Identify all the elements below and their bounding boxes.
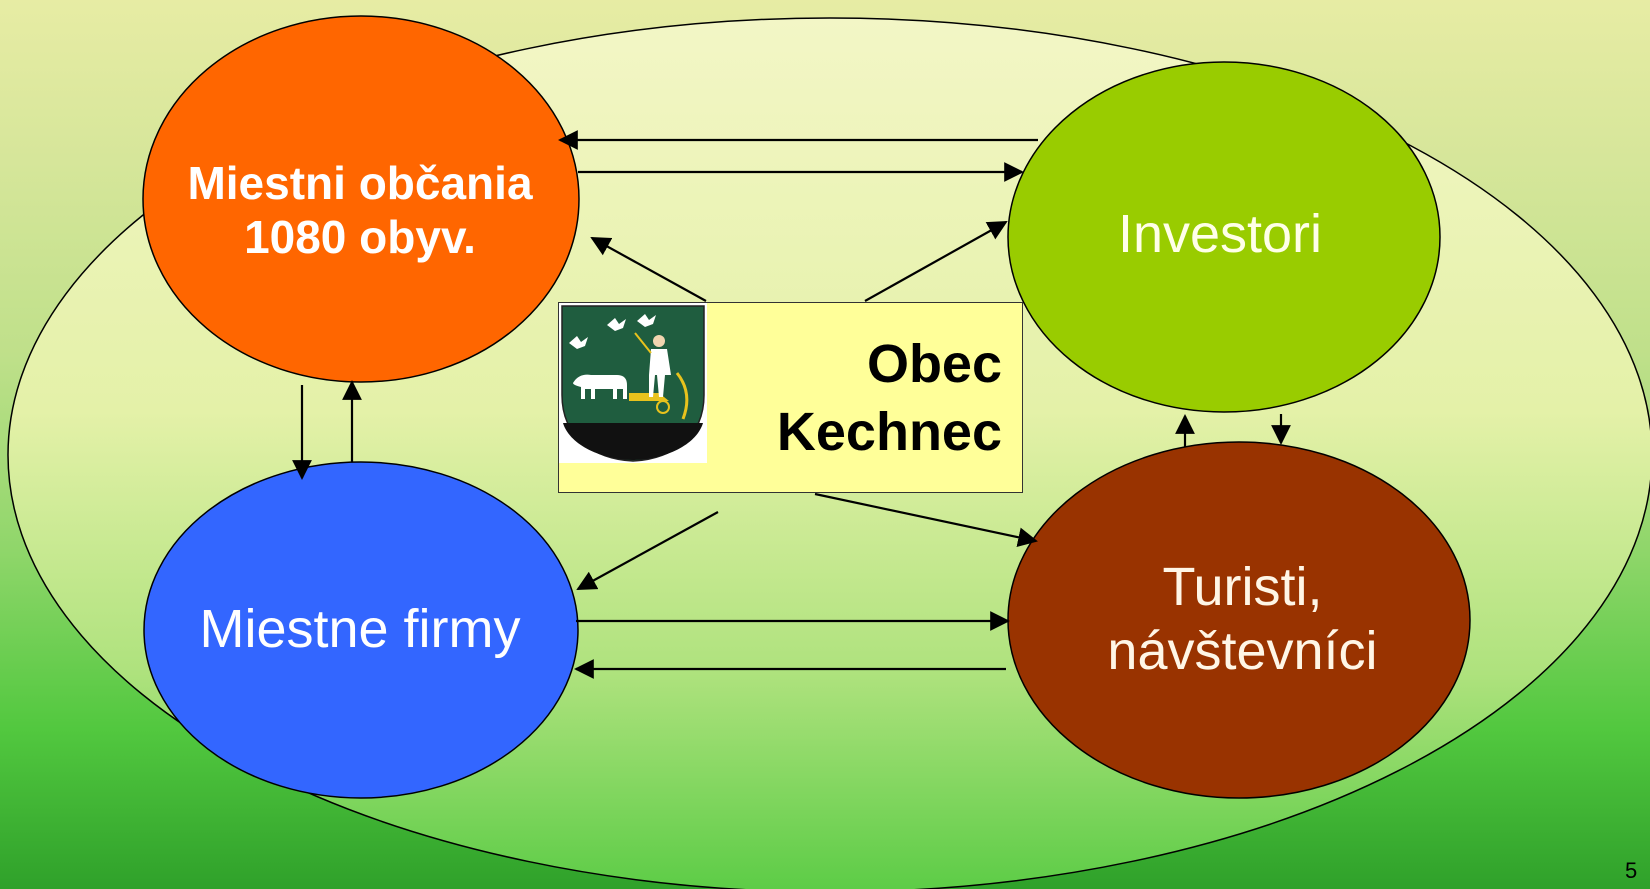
turisti-line2: návštevníci <box>1107 621 1378 681</box>
center-line2: Kechnec <box>776 401 1002 462</box>
node-investori[interactable] <box>1007 61 1441 413</box>
arrow-center-to-investori <box>864 221 1008 302</box>
label-investori: Investori <box>1117 204 1323 265</box>
center-title: Obec Kechnec <box>712 331 1002 466</box>
coat-of-arms-icon <box>559 303 707 463</box>
arrow-center-to-firmy <box>576 511 719 590</box>
label-miestni-obcania: Miestni občania 1080 obyv. <box>145 150 575 270</box>
label-miestne-firmy: Miestne firmy <box>199 599 521 660</box>
center-box-obec[interactable]: Obec Kechnec <box>558 302 1023 493</box>
obcania-line2: 1080 obyv. <box>244 211 476 263</box>
page-number: 5 <box>1625 858 1638 883</box>
arrow-center-to-obcania <box>590 237 707 302</box>
node-miestne-firmy[interactable] <box>143 461 579 799</box>
obcania-line1: Miestni občania <box>187 156 533 209</box>
turisti-line1: Turisti, <box>1162 557 1323 618</box>
center-line1: Obec <box>866 334 1002 394</box>
label-turisti: Turisti, návštevníci <box>1005 545 1480 695</box>
arrow-center-to-turisti <box>814 492 1038 547</box>
